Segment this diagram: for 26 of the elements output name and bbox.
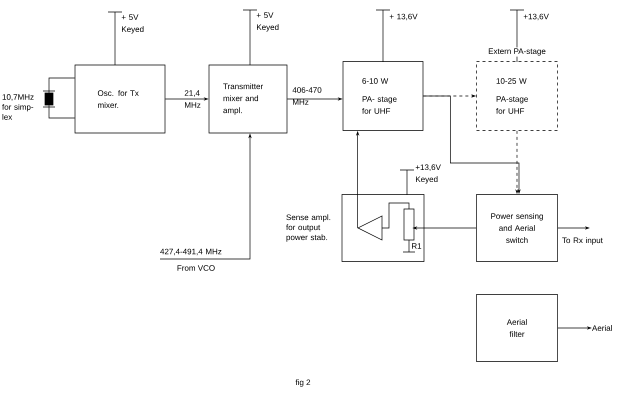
edge-label: 406-470 MHz (292, 87, 322, 105)
caption: fig 2 (296, 379, 310, 387)
side-caption: Sense ampl. for output power stab. (286, 214, 330, 242)
supply-label: + 13,6V (390, 14, 418, 20)
arrow (48, 105, 75, 118)
block-box: Power sensing and Aerial switch (476, 194, 558, 262)
supply-label: +13,6V Keyed (416, 164, 441, 184)
arrow (48, 78, 75, 93)
component-label: R1 (412, 243, 422, 249)
block-box: 6-10 W PA- stage for UHF (342, 61, 424, 131)
block-box: Aerial filter (476, 294, 558, 362)
edge-label: 21,4 MHz (184, 90, 200, 108)
supply-label: + 5V Keyed (122, 14, 144, 34)
edge-label: 427,4-491,4 MHz (160, 248, 222, 256)
supply-label: +13,6V (524, 14, 549, 20)
block-box: Transmitter mixer and ampl. (208, 64, 288, 134)
block-box (342, 194, 424, 262)
supply-label: + 5V Keyed (256, 12, 279, 32)
block-box: Osc. for Tx mixer. (74, 64, 166, 134)
side-caption: 10,7MHz for simp- lex (2, 94, 34, 120)
line-label: From VCO (178, 265, 215, 271)
edge-label: To Rx input (562, 237, 603, 245)
block-box: Extern PA-stage 10-25 W PA-stage for UHF (476, 47, 558, 131)
crystal-symbol (42, 90, 56, 108)
edge-label: Aerial (592, 325, 612, 331)
node-label: Extern PA-stage (488, 48, 546, 56)
